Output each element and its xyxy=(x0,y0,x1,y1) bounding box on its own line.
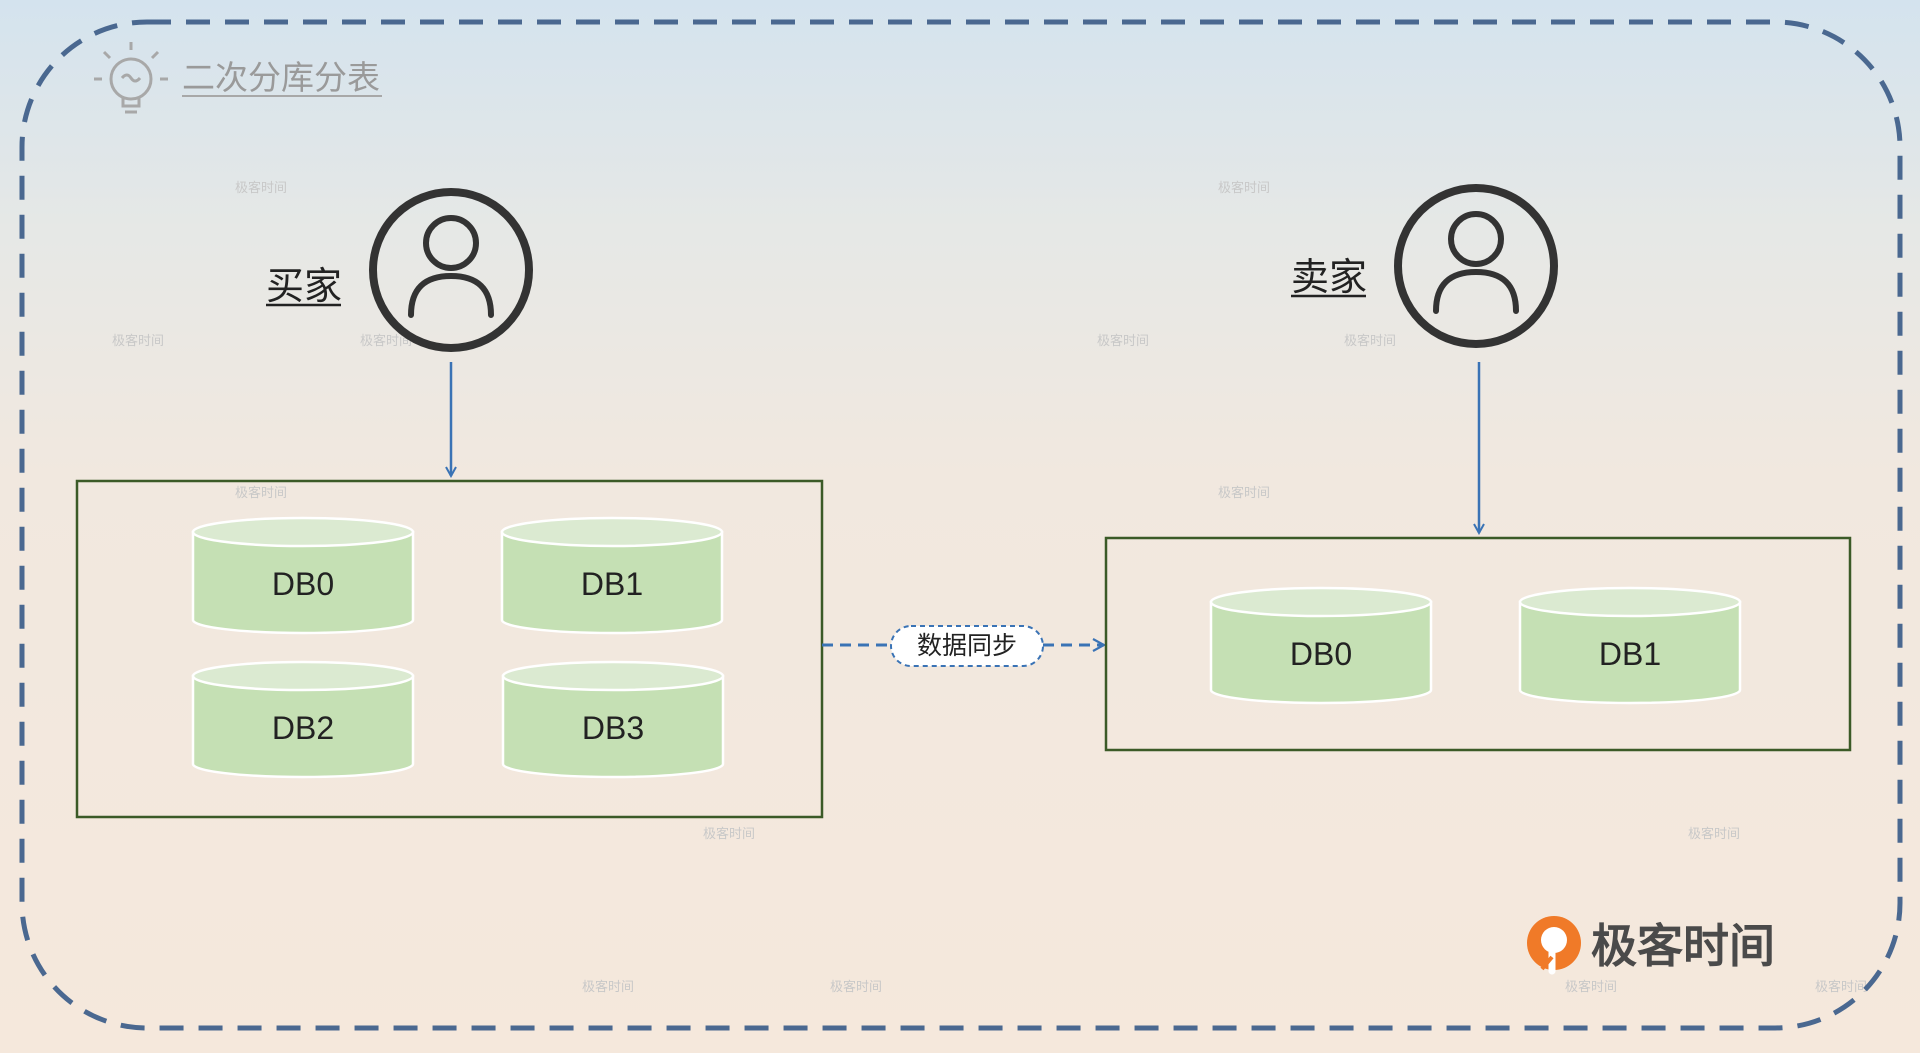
watermark-text: 极客时间 xyxy=(830,979,882,995)
sync-label: 数据同步 xyxy=(917,631,1017,660)
watermark-text: 极客时间 xyxy=(112,333,164,349)
watermark-text: 极客时间 xyxy=(1218,180,1270,196)
database-icon xyxy=(501,674,725,779)
brand-name: 极客时间 xyxy=(1591,919,1775,973)
seller-db-0: DB0 xyxy=(1209,586,1433,705)
watermark-text: 极客时间 xyxy=(1218,485,1270,501)
sync-label-box xyxy=(890,625,1044,667)
watermark-text: 极客时间 xyxy=(1097,333,1149,349)
user-icon xyxy=(369,188,533,352)
seller-db-cluster xyxy=(1104,536,1852,752)
buyer-db-3: DB3 xyxy=(501,660,725,779)
outer-dashed-frame xyxy=(19,19,1903,1031)
database-icon xyxy=(500,530,724,635)
buyer-db-0: DB0 xyxy=(191,516,415,635)
db-label: DB2 xyxy=(272,710,334,746)
database-icon xyxy=(1209,600,1433,705)
watermark-text: 极客时间 xyxy=(360,333,412,349)
user-icon xyxy=(1394,184,1558,348)
database-icon xyxy=(1518,600,1742,705)
db-label: DB1 xyxy=(581,566,643,602)
database-icon xyxy=(191,674,415,779)
buyer-db-1: DB1 xyxy=(500,516,724,635)
watermark-text: 极客时间 xyxy=(1344,333,1396,349)
geektime-logo-icon xyxy=(1527,916,1581,975)
buyer-db-cluster xyxy=(75,479,824,819)
watermark-text: 极客时间 xyxy=(703,826,755,842)
db-label: DB3 xyxy=(582,710,644,746)
db-label: DB0 xyxy=(272,566,334,602)
watermark-text: 极客时间 xyxy=(235,180,287,196)
page-title: 二次分库分表 xyxy=(182,58,380,97)
watermark-layer: 极客时间极客时间极客时间极客时间极客时间极客时间极客时间极客时间极客时间极客时间… xyxy=(112,180,1867,995)
seller-label: 卖家 xyxy=(1291,255,1367,299)
lightbulb-icon xyxy=(94,42,168,114)
watermark-text: 极客时间 xyxy=(582,979,634,995)
buyer-label: 买家 xyxy=(266,264,342,308)
database-icon xyxy=(191,530,415,635)
db-label: DB0 xyxy=(1290,636,1352,672)
seller-db-1: DB1 xyxy=(1518,586,1742,705)
buyer-db-2: DB2 xyxy=(191,660,415,779)
watermark-text: 极客时间 xyxy=(1565,979,1617,995)
watermark-text: 极客时间 xyxy=(1815,979,1867,995)
watermark-text: 极客时间 xyxy=(235,485,287,501)
db-label: DB1 xyxy=(1599,636,1661,672)
watermark-text: 极客时间 xyxy=(1688,826,1740,842)
